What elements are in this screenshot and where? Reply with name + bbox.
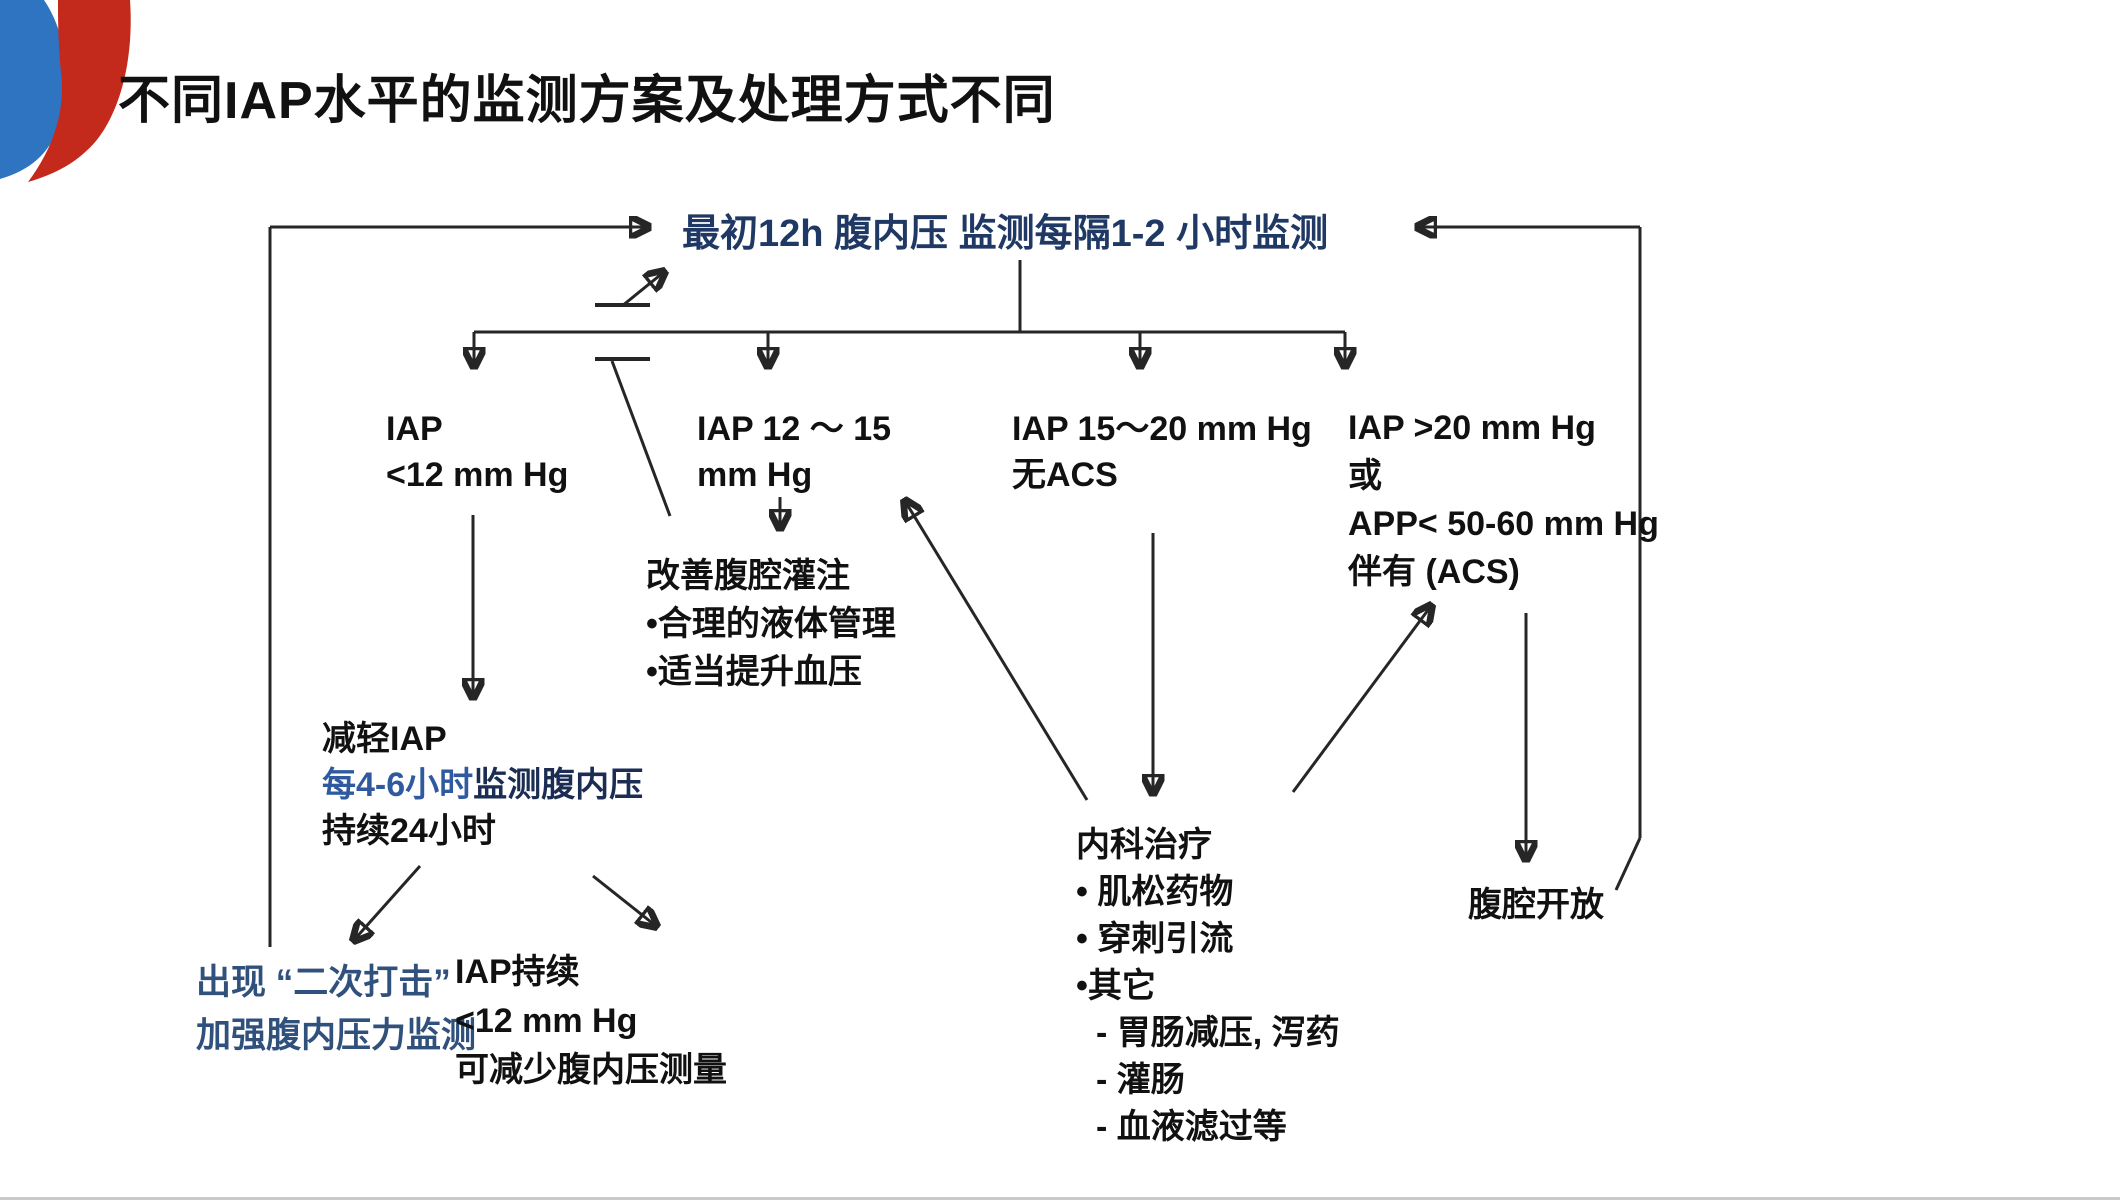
node-iap-15-20-line2: 无ACS	[1012, 456, 1118, 494]
node-improve-perfusion-title: 改善腹腔灌注	[646, 557, 850, 595]
node-open-abdomen: 腹腔开放	[1468, 882, 1604, 928]
edge-improve-to-top-arrow	[621, 272, 664, 308]
edge-medical-to-iap1215-arrow	[905, 501, 1089, 801]
edge-branch-to-improve	[610, 360, 672, 517]
node-iap-15-20-line1: IAP 15～20 mm Hg	[1012, 410, 1312, 448]
node-iap-gt20-line2: 或	[1348, 457, 1382, 495]
node-medical-subitem3: - 血液滤过等	[1096, 1108, 1287, 1146]
node-medical-title: 内科治疗	[1076, 826, 1212, 864]
node-iap-15-20: IAP 15～20 mm Hg 无ACS	[1012, 406, 1312, 498]
node-reduce-iap-line1: 减轻IAP	[322, 720, 447, 758]
node-reduce-iap-monitor: 监测腹内压	[473, 766, 644, 804]
node-iap-persist-line3: 可减少腹内压测量	[455, 1051, 727, 1089]
node-iap-lt12-line1: IAP	[386, 410, 443, 448]
node-iap-gt20: IAP >20 mm Hg 或 APP< 50-60 mm Hg 伴有 (ACS…	[1348, 404, 1659, 596]
edge-medical-to-acs-arrow	[1291, 606, 1431, 793]
node-iap-gt20-line3: APP< 50-60 mm Hg	[1348, 505, 1659, 543]
node-second-hit-line2: 加强腹内压力监测	[196, 1016, 477, 1055]
node-reduce-iap: 减轻IAP 每4-6小时监测腹内压 持续24小时	[322, 716, 643, 854]
slide-logo-icon	[0, 0, 131, 182]
node-medical-treatment: 内科治疗 • 肌松药物 • 穿刺引流 •其它 - 胃肠减压, 泻药 - 灌肠 -…	[1076, 822, 1340, 1151]
node-iap-persist-line2: <12 mm Hg	[455, 1002, 638, 1040]
node-reduce-iap-line3: 持续24小时	[322, 812, 496, 850]
node-open-abdomen-label: 腹腔开放	[1468, 886, 1604, 924]
node-iap-gt20-line1: IAP >20 mm Hg	[1348, 409, 1596, 447]
edge-reduce-to-persist-arrow	[592, 874, 656, 926]
node-medical-item1: • 肌松药物	[1076, 873, 1234, 911]
node-medical-item3: •其它	[1076, 967, 1156, 1005]
node-iap-12-15-line2: mm Hg	[697, 456, 813, 494]
node-second-hit-line1: 出现 “二次打击”	[196, 963, 451, 1002]
node-second-hit: 出现 “二次打击” 加强腹内压力监测	[196, 956, 476, 1062]
node-iap-12-15: IAP 12 ～ 15 mm Hg	[697, 406, 891, 498]
node-reduce-iap-line2: 每4-6小时监测腹内压	[322, 762, 643, 808]
node-medical-subitem2: - 灌肠	[1096, 1061, 1185, 1099]
node-reduce-iap-interval: 每4-6小时	[322, 766, 474, 804]
node-iap-persist: IAP持续 <12 mm Hg 可减少腹内压测量	[455, 948, 727, 1095]
edge-reduce-to-secondhit-arrow	[354, 865, 422, 940]
node-iap-persist-line1: IAP持续	[455, 953, 580, 991]
node-iap-lt12-line2: <12 mm Hg	[386, 456, 569, 494]
node-improve-perfusion: 改善腹腔灌注 •合理的液体管理 •适当提升血压	[646, 552, 896, 696]
node-improve-perfusion-item2: •适当提升血压	[646, 653, 862, 691]
node-iap-12-15-line1: IAP 12 ～ 15	[697, 410, 892, 448]
node-initial-monitoring: 最初12h 腹内压 监测每隔1-2 小时监测	[682, 212, 1328, 256]
node-medical-subitem1: - 胃肠减压, 泻药	[1096, 1014, 1340, 1052]
node-medical-item2: • 穿刺引流	[1076, 920, 1234, 958]
node-iap-lt12: IAP <12 mm Hg	[386, 406, 568, 498]
node-iap-gt20-line4: 伴有 (ACS)	[1348, 553, 1520, 591]
edge-feedback-right-elbow	[1614, 837, 1642, 891]
node-initial-monitoring-label: 最初12h 腹内压 监测每隔1-2 小时监测	[682, 213, 1329, 255]
page-title: 不同IAP水平的监测方案及处理方式不同	[118, 72, 1056, 130]
node-improve-perfusion-item1: •合理的液体管理	[646, 605, 896, 643]
